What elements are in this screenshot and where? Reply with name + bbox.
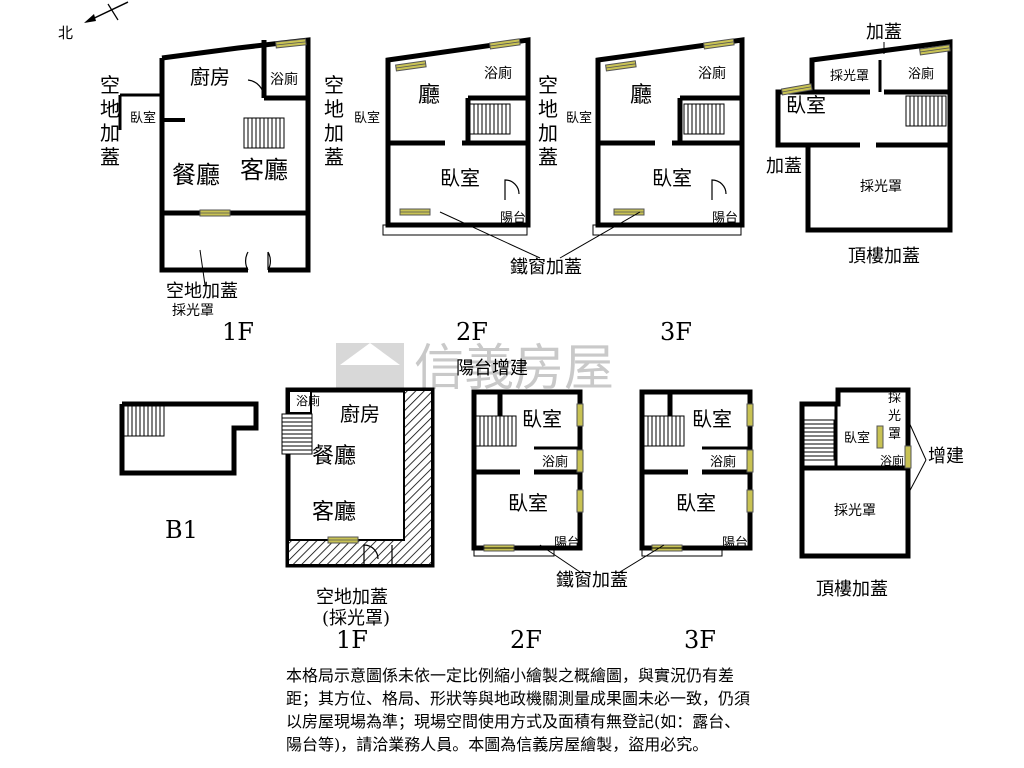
svg-text:陽台增建: 陽台增建 xyxy=(456,358,528,379)
plan-top-roof xyxy=(775,39,953,233)
svg-text:空: 空 xyxy=(100,73,120,97)
svg-text:光: 光 xyxy=(888,409,901,424)
svg-text:採光罩: 採光罩 xyxy=(860,179,902,195)
plan-top-3f xyxy=(595,37,745,228)
svg-text:地: 地 xyxy=(538,97,558,121)
svg-text:增建: 增建 xyxy=(928,446,964,467)
1f-kitchen: 廚房 xyxy=(190,65,230,89)
svg-text:加蓋: 加蓋 xyxy=(866,22,902,43)
disclaimer: 本格局示意圖係未依一定比例縮小繪製之概繪圖，與實況仍有差 距；其方位、格局、形狀… xyxy=(286,664,886,756)
roof-addon-top: 頂樓加蓋 xyxy=(848,246,920,267)
floor-b1: B1 xyxy=(165,516,198,544)
svg-text:加: 加 xyxy=(100,121,120,145)
disclaimer-line: 本格局示意圖係未依一定比例縮小繪製之概繪圖，與實況仍有差 xyxy=(286,666,735,685)
north-label: 北 xyxy=(58,24,73,42)
svg-text:地: 地 xyxy=(100,97,120,121)
svg-text:蓋: 蓋 xyxy=(100,145,120,169)
svg-text:3F: 3F xyxy=(660,318,692,346)
svg-text:陽台: 陽台 xyxy=(722,536,748,551)
svg-text:臥室: 臥室 xyxy=(844,430,870,446)
svg-text:加蓋: 加蓋 xyxy=(766,156,802,177)
1f-yard-addon: 空地加蓋 xyxy=(166,281,238,302)
svg-text:空: 空 xyxy=(324,73,344,97)
svg-text:臥室: 臥室 xyxy=(522,407,562,431)
svg-text:臥室: 臥室 xyxy=(440,166,480,190)
svg-text:餐廳: 餐廳 xyxy=(312,444,356,469)
svg-text:浴廁: 浴廁 xyxy=(542,454,568,470)
svg-text:空: 空 xyxy=(538,73,558,97)
svg-text:採光罩: 採光罩 xyxy=(830,69,869,84)
iron-window-top: 鐵窗加蓋 xyxy=(510,257,582,278)
roof-addon-bottom: 頂樓加蓋 xyxy=(816,579,888,600)
iron-window-bottom: 鐵窗加蓋 xyxy=(556,570,628,591)
plan-top-1f xyxy=(118,37,311,273)
svg-text:廚房: 廚房 xyxy=(340,402,380,426)
1f-bedroom: 臥室 xyxy=(130,110,156,126)
svg-text:蓋: 蓋 xyxy=(538,145,558,169)
compass: 北 xyxy=(58,1,129,42)
svg-text:地: 地 xyxy=(324,97,344,121)
svg-text:臥室: 臥室 xyxy=(508,491,548,515)
1f-dining: 餐廳 xyxy=(172,161,220,189)
svg-text:採光罩: 採光罩 xyxy=(834,503,876,519)
svg-text:浴廁: 浴廁 xyxy=(296,393,320,408)
disclaimer-line: 以房屋現場為準；現場空間使用方式及面積有無登記(如：露台、 xyxy=(286,712,741,731)
svg-text:浴廁: 浴廁 xyxy=(698,65,726,82)
svg-text:浴廁: 浴廁 xyxy=(484,65,512,82)
svg-text:3F: 3F xyxy=(684,626,716,654)
svg-text:採: 採 xyxy=(888,391,901,406)
plan-top-2f xyxy=(385,37,531,228)
svg-text:浴廁: 浴廁 xyxy=(710,454,736,470)
svg-text:加: 加 xyxy=(324,121,344,145)
svg-text:陽台: 陽台 xyxy=(500,211,526,226)
plan-bottom-roof xyxy=(799,387,911,559)
1f-skylight: 採光罩 xyxy=(172,303,214,319)
svg-text:臥室: 臥室 xyxy=(786,93,826,117)
plan-bottom-3f xyxy=(639,389,753,551)
svg-text:客廳: 客廳 xyxy=(312,500,356,525)
watermark: 信義房屋 xyxy=(336,339,614,397)
svg-text:臥室: 臥室 xyxy=(676,491,716,515)
floor-1f-bottom: 1F xyxy=(336,626,368,654)
plan-bottom-b1 xyxy=(119,401,259,476)
svg-text:臥室: 臥室 xyxy=(652,166,692,190)
plan-bottom-1f xyxy=(281,387,435,568)
svg-text:臥室: 臥室 xyxy=(354,110,380,126)
svg-text:臥室: 臥室 xyxy=(566,110,592,126)
watermark-brand: 信義房屋 xyxy=(414,339,614,397)
svg-text:陽台: 陽台 xyxy=(712,211,738,226)
svg-text:浴廁: 浴廁 xyxy=(908,66,934,82)
svg-text:廳: 廳 xyxy=(630,83,652,108)
svg-text:(採光罩): (採光罩) xyxy=(322,608,390,629)
floor-1f-top: 1F xyxy=(222,318,254,346)
svg-text:罩: 罩 xyxy=(888,427,901,442)
svg-text:2F: 2F xyxy=(456,318,488,346)
svg-text:加: 加 xyxy=(538,121,558,145)
svg-text:空地加蓋: 空地加蓋 xyxy=(316,587,388,608)
disclaimer-line: 陽台等)，請洽業務人員。本圖為信義房屋繪製，盜用必究。 xyxy=(286,735,709,754)
1f-bath: 浴廁 xyxy=(270,71,298,88)
disclaimer-line: 距；其方位、格局、形狀等與地政機關測量成果圖未必一致，仍須 xyxy=(286,689,751,708)
1f-living: 客廳 xyxy=(240,156,288,184)
svg-text:陽台: 陽台 xyxy=(554,536,580,551)
svg-text:蓋: 蓋 xyxy=(324,145,344,169)
svg-text:2F: 2F xyxy=(510,626,542,654)
svg-text:臥室: 臥室 xyxy=(692,407,732,431)
svg-text:廳: 廳 xyxy=(418,83,440,108)
svg-text:浴廁: 浴廁 xyxy=(880,453,904,468)
